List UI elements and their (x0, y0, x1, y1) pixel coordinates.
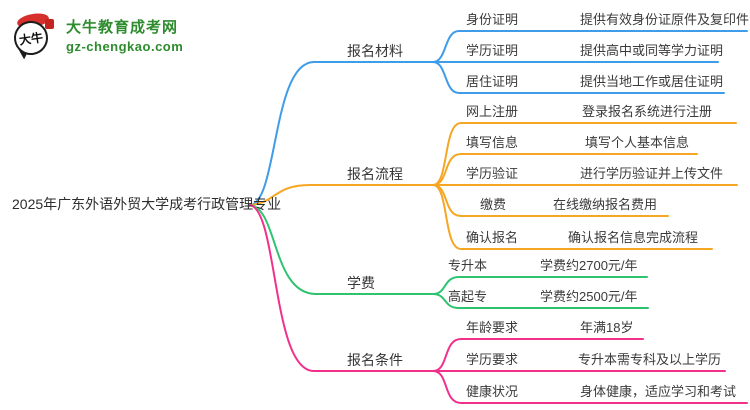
branch-label-materials: 报名材料 (347, 43, 403, 59)
branch-line-materials (249, 61, 434, 206)
site-logo: 大牛 大牛教育成考网 gz-chengkao.com (11, 10, 183, 60)
branch-line-conditions (249, 204, 434, 372)
subtopic-label: 缴费 (480, 197, 507, 212)
branch-label-tuition: 学费 (347, 275, 375, 291)
leaf-label: 填写个人基本信息 (585, 135, 690, 150)
leaf-label: 登录报名系统进行注册 (582, 104, 713, 119)
leaf-label: 进行学历验证并上传文件 (580, 166, 724, 181)
leaf-label: 确认报名信息完成流程 (568, 230, 699, 245)
leaf-label: 年满18岁 (580, 320, 634, 335)
leaf-label: 提供高中或同等学力证明 (580, 43, 724, 58)
subtopic-label: 学历证明 (466, 43, 519, 58)
leaf-label: 在线缴纳报名费用 (553, 197, 658, 212)
site-title: 大牛教育成考网 (66, 19, 179, 36)
subtopic-label: 学历验证 (466, 166, 519, 181)
row-line (432, 30, 748, 63)
logo-bull-icon: 大牛 (11, 10, 58, 60)
subtopic-label: 填写信息 (466, 135, 519, 150)
row-line (432, 338, 644, 372)
leaf-label: 提供当地工作或居住证明 (580, 74, 724, 89)
subtopic-label: 年龄要求 (466, 320, 519, 335)
logo-seal (45, 19, 54, 29)
leaf-label: 专升本需专科及以上学历 (578, 352, 722, 367)
site-domain: gz-chengkao.com (66, 39, 184, 54)
leaf-label: 学费约2500元/年 (540, 289, 638, 304)
branch-label-process: 报名流程 (347, 166, 403, 182)
logo-text: 大牛教育成考网 gz-chengkao.com (66, 10, 183, 54)
subtopic-label: 居住证明 (466, 74, 519, 89)
root-topic: 2025年广东外语外贸大学成考行政管理专业 (12, 196, 282, 212)
branch-line-process (249, 184, 434, 206)
row-line (432, 153, 698, 186)
subtopic-label: 身份证明 (466, 12, 519, 27)
row-line (432, 293, 649, 309)
row-line (432, 61, 725, 94)
row-line (432, 122, 737, 186)
subtopic-label: 高起专 (448, 289, 488, 304)
branch-label-conditions: 报名条件 (347, 352, 403, 368)
row-line (432, 370, 748, 404)
branch-line-tuition (249, 204, 434, 295)
subtopic-label: 确认报名 (466, 230, 519, 245)
subtopic-label: 健康状况 (466, 384, 519, 399)
leaf-label: 学费约2700元/年 (540, 258, 638, 273)
subtopic-label: 学历要求 (466, 352, 519, 367)
row-line (432, 184, 713, 250)
leaf-label: 身体健康，适应学习和考试 (580, 384, 737, 399)
subtopic-label: 网上注册 (466, 104, 519, 119)
subtopic-label: 专升本 (448, 258, 488, 273)
leaf-label: 提供有效身份证原件及复印件 (580, 12, 750, 27)
